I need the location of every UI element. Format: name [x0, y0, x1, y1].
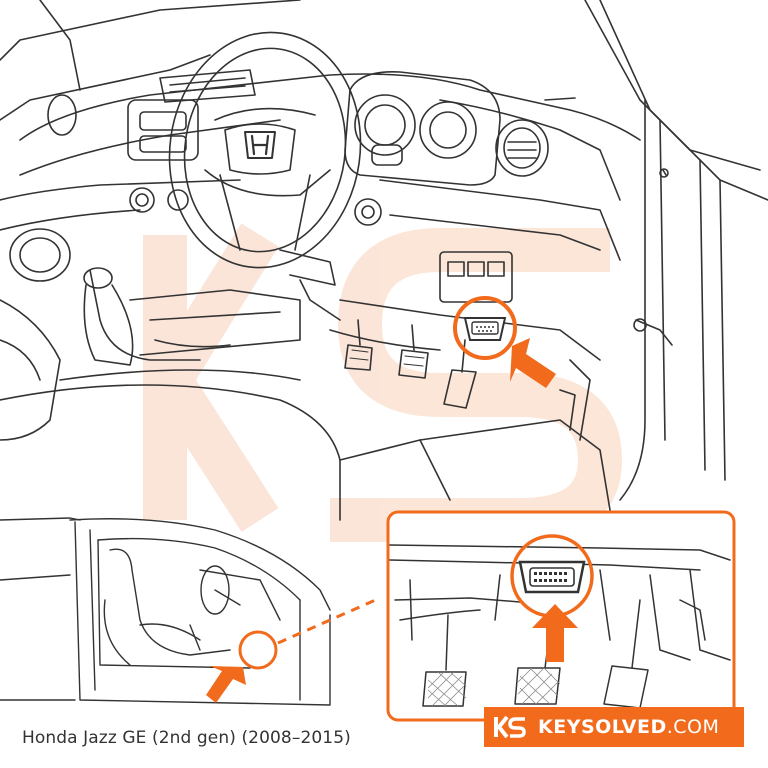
- arrow-icon: [510, 338, 556, 388]
- arrow-icon: [206, 666, 246, 703]
- car-exterior-drawing: [0, 517, 331, 706]
- car-interior-drawing: [0, 0, 768, 521]
- watermark: [143, 223, 622, 542]
- honda-logo-icon: [244, 131, 276, 159]
- obd-port-icon: [518, 560, 586, 594]
- obd-port-highlight: [453, 296, 517, 360]
- connector-line: [277, 596, 381, 645]
- keysolved-logo-icon: [484, 707, 536, 747]
- vehicle-caption: Honda Jazz GE (2nd gen) (2008–2015): [22, 728, 351, 748]
- obd-port-icon: [463, 317, 507, 341]
- brand-name: KEYSOLVED.COM: [538, 716, 719, 738]
- brand-name-bold: KEYSOLVED: [538, 716, 667, 738]
- pedals: [344, 319, 477, 409]
- obd-location-circle: [238, 630, 278, 670]
- detail-inset: [386, 510, 736, 722]
- arrow-icon: [532, 604, 578, 662]
- brand-banner: KEYSOLVED.COM: [484, 707, 744, 747]
- brand-name-suffix: .COM: [666, 716, 720, 738]
